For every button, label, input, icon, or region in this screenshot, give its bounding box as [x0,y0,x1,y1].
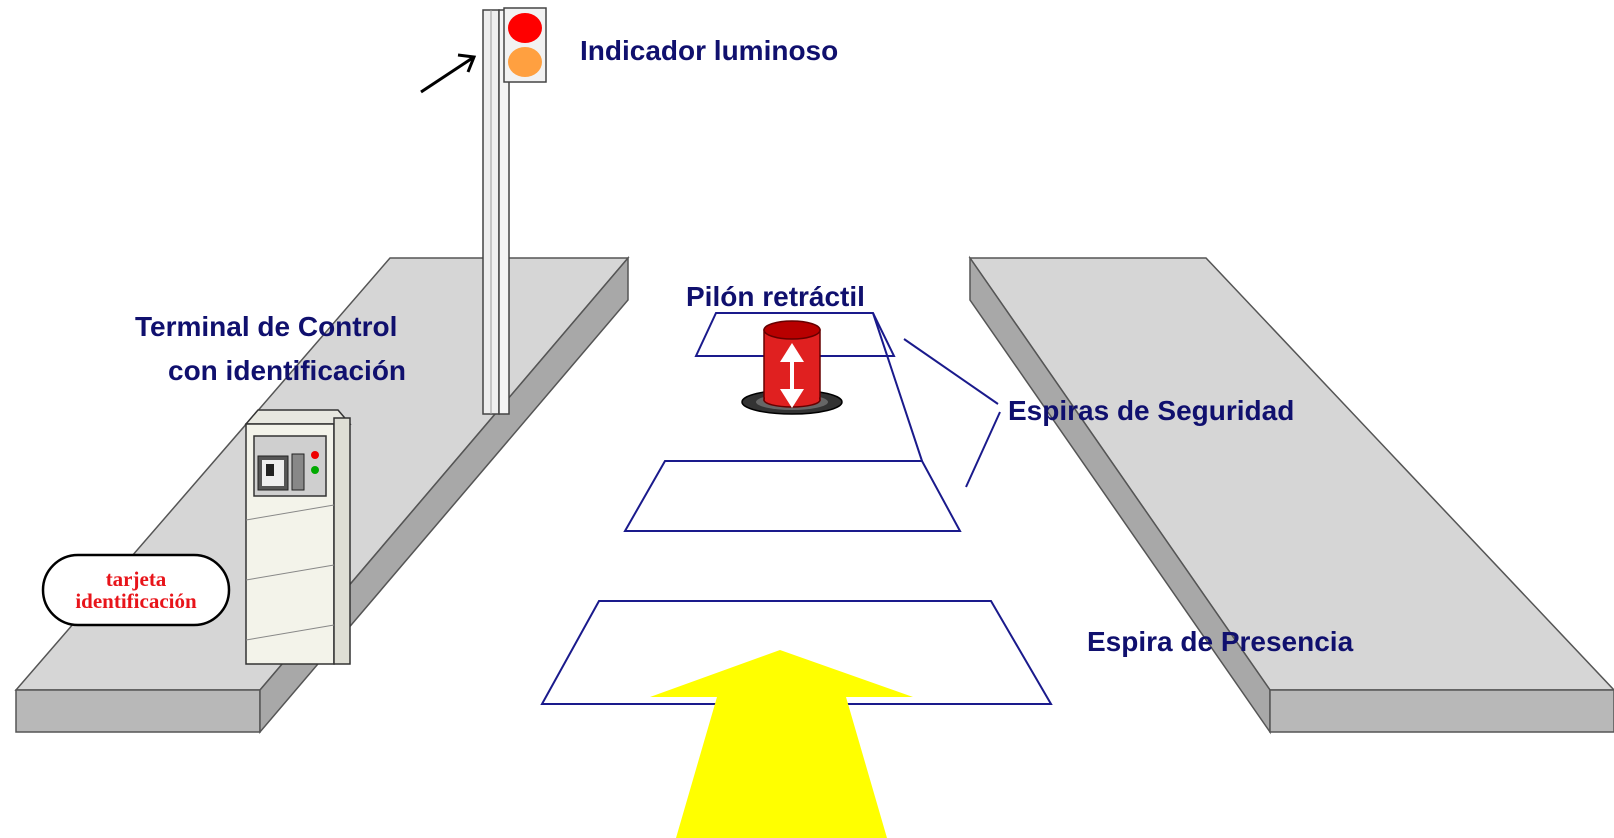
id-card-line2: identificación [75,589,197,613]
direction-arrow-icon [650,650,913,838]
label-pilon-retractil: Pilón retráctil [686,281,865,312]
loop-safety-middle [623,460,962,532]
retractable-bollard-icon [741,320,843,415]
induction-loops [540,312,1053,705]
id-card-label: tarjeta identificación [43,555,229,625]
right-sidewalk [968,255,1614,735]
label-espira-presencia: Espira de Presencia [1087,626,1354,657]
label-terminal-line1: Terminal de Control [135,311,398,342]
loop-presence [540,600,1053,705]
label-indicador-luminoso: Indicador luminoso [580,35,839,66]
traffic-light-icon [482,7,547,415]
id-card-line1: tarjeta [105,567,167,591]
pointer-arrow-icon [420,53,477,94]
label-terminal-line2: con identificación [168,355,407,386]
control-terminal-icon [244,409,352,665]
label-espiras-seguridad: Espiras de Seguridad [1008,395,1295,426]
id-card [41,553,231,627]
